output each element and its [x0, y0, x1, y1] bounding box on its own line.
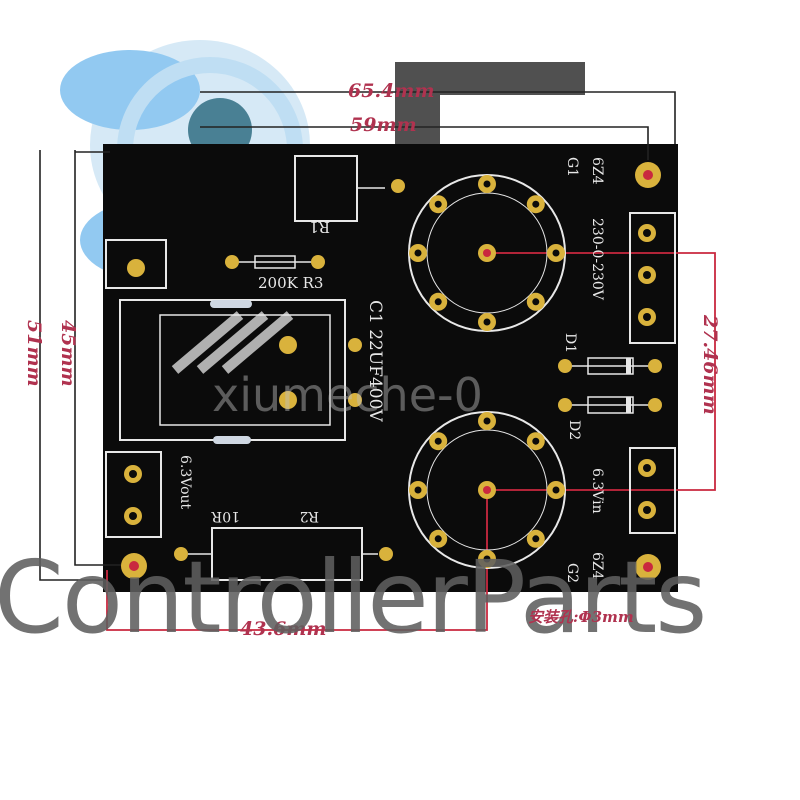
- dim-hole-spacing-x: 43.6mm: [240, 618, 326, 640]
- mounting-hole-note: 安装孔:Φ3mm: [528, 608, 634, 626]
- brand-watermark: ControllerParts: [0, 539, 707, 656]
- label-d1: D1: [562, 333, 578, 353]
- resistor-r1: [294, 155, 405, 222]
- label-r3: 200K R3: [258, 274, 323, 292]
- dim-tube-spacing: 27.46mm: [699, 314, 721, 415]
- capacitor-c1: [119, 299, 362, 444]
- diode-d2: [558, 396, 662, 414]
- label-r2: R2: [300, 508, 319, 524]
- terminal-ac-input: [629, 212, 676, 344]
- resistor-r2: [174, 527, 393, 581]
- socket-pin-hole: [414, 486, 422, 494]
- socket-pin-hole: [434, 298, 442, 306]
- shop-watermark: xiumeche-0: [212, 368, 483, 422]
- label-tube2: 6Z4: [589, 552, 605, 580]
- label-tube2-ref: G2: [564, 563, 580, 583]
- socket-pin-hole: [414, 249, 422, 257]
- label-heater-input: 6.3Vin: [589, 468, 605, 514]
- label-r1: R1: [309, 218, 330, 236]
- mounting-holes: [121, 162, 661, 580]
- terminal-heater-input: [629, 447, 676, 534]
- dim-hole-spacing-y: 45mm: [57, 320, 79, 387]
- socket-pin-hole: [434, 535, 442, 543]
- dimension-lines: [39, 91, 676, 581]
- socket-pin-hole: [483, 417, 491, 425]
- socket-pin-hole: [552, 486, 560, 494]
- socket-pin-hole: [434, 437, 442, 445]
- label-tube1-ref: G1: [564, 157, 580, 177]
- socket-pin-hole: [532, 200, 540, 208]
- background-shape: [395, 62, 585, 150]
- socket-pin-hole: [532, 535, 540, 543]
- dim-board-height: 51mm: [23, 320, 45, 387]
- label-d2: D2: [566, 420, 582, 440]
- label-r2-value: 10R: [211, 508, 240, 524]
- label-ac-input: 230-0-230V: [589, 218, 605, 301]
- dim-inner-width: 59mm: [350, 114, 417, 136]
- terminal-heater-output: [105, 451, 162, 538]
- label-c1: C1 22UF400V: [365, 300, 385, 422]
- socket-pin-hole: [483, 555, 491, 563]
- socket-pin-hole: [434, 200, 442, 208]
- dim-outer-width: 65.4mm: [348, 80, 434, 102]
- socket-pin-hole: [483, 318, 491, 326]
- label-tube1: 6Z4: [589, 157, 605, 185]
- resistor-r3: [225, 255, 325, 269]
- label-heater-output: 6.3Vout: [177, 455, 193, 510]
- socket-pin-hole: [483, 180, 491, 188]
- socket-pin-hole: [532, 437, 540, 445]
- diode-d1: [558, 357, 662, 375]
- socket-pins: [409, 175, 565, 568]
- socket-pin-hole: [552, 249, 560, 257]
- socket-pin-hole: [532, 298, 540, 306]
- terminal-top-left: [105, 239, 167, 289]
